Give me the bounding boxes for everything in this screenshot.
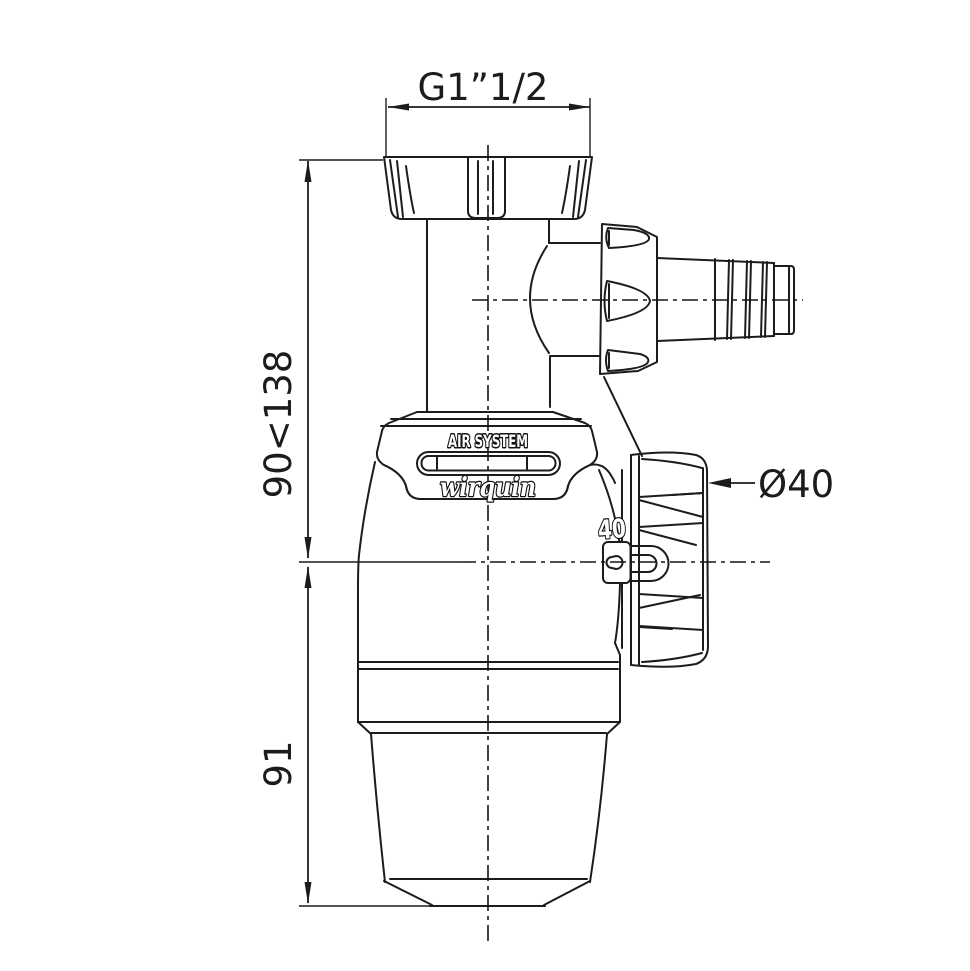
arrowhead-up: [304, 160, 312, 182]
side-nut: [603, 376, 709, 668]
arrowhead-up: [304, 566, 312, 588]
dimension-outlet-diameter: Ø40: [708, 463, 834, 506]
dimension-lower-height: 91: [257, 566, 430, 907]
wirquin-logo-text: wirquin: [440, 473, 536, 503]
air-system-label: AIR SYSTEM: [448, 432, 528, 451]
dim-label-thread: G1”1/2: [418, 66, 549, 109]
inlet-tube: [426, 218, 601, 413]
outlet-branch-nut: [599, 223, 658, 375]
dimension-top-thread: G1”1/2: [385, 66, 591, 156]
arrowhead-down: [304, 537, 312, 559]
arrowhead-left: [708, 478, 731, 488]
arrowhead-down: [304, 882, 312, 904]
arrowhead-right: [569, 103, 590, 111]
dimension-upper-height: 90<138: [257, 159, 383, 559]
side-nut-size-label: 40: [597, 514, 627, 546]
arrowhead-left: [388, 103, 409, 111]
dim-label-upper-height: 90<138: [257, 350, 300, 499]
dim-label-lower-height: 91: [257, 740, 300, 787]
dim-label-outlet-diameter: Ø40: [758, 463, 834, 506]
top-nut: [383, 156, 593, 220]
centerlines: [299, 145, 803, 945]
branding: AIR SYSTEM wirquin 40: [439, 431, 629, 548]
